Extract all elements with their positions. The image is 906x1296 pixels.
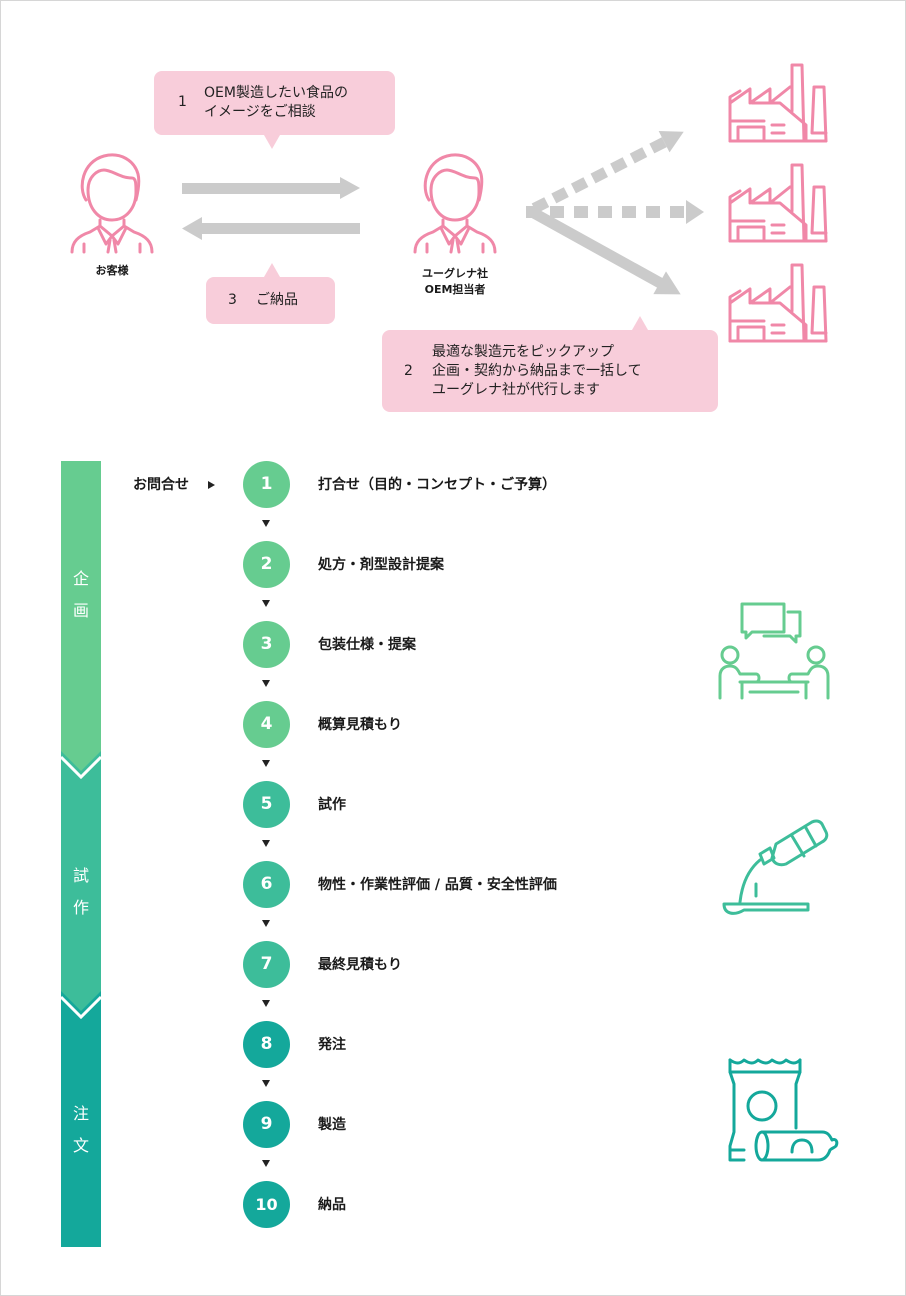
- step-label: 包装仕様・提案: [318, 637, 416, 653]
- staff-person-icon: [413, 153, 497, 254]
- step-label: 発注: [318, 1037, 346, 1053]
- staff-label: ユーグレナ社 OEM担当者: [422, 267, 488, 296]
- bottle-spoon-icon: [722, 819, 829, 915]
- down-arrow-icon: [262, 760, 270, 767]
- step-label: 製造: [318, 1117, 346, 1133]
- step-number-circle: 3: [243, 621, 290, 668]
- down-arrow-icon: [262, 1160, 270, 1167]
- step-number-circle: 2: [243, 541, 290, 588]
- factory-icon: [728, 163, 828, 243]
- factory-arrows: [526, 131, 704, 295]
- bubble-tail: [632, 316, 648, 330]
- bubble-tail: [264, 263, 280, 277]
- step-number-circle: 9: [243, 1101, 290, 1148]
- bubble-number: 1: [178, 94, 187, 110]
- phase-divider-chevron: [61, 755, 101, 780]
- food-package-icon: [728, 1058, 839, 1162]
- factory-icon: [728, 63, 828, 143]
- bubble-text: 最適な製造元をピックアップ 企画・契約から納品まで一括して ユーグレナ社が代行し…: [432, 344, 642, 398]
- down-arrow-icon: [262, 840, 270, 847]
- step-label: 納品: [318, 1197, 346, 1213]
- down-arrow-icon: [262, 600, 270, 607]
- solid-arrow-lower: [529, 207, 681, 295]
- step-number-circle: 7: [243, 941, 290, 988]
- factory-icon: [728, 263, 828, 343]
- phase-label-planning: 企 画: [72, 569, 89, 620]
- step-label: 概算見積もり: [318, 717, 402, 733]
- step-number-circle: 10: [243, 1181, 290, 1228]
- down-arrow-icon: [262, 680, 270, 687]
- bubble-number: 3: [228, 292, 237, 308]
- inquiry-label: お問合せ: [133, 477, 189, 493]
- phase-bar-planning: [61, 461, 101, 771]
- step-label: 試作: [318, 797, 346, 813]
- customer-person-icon: [70, 153, 154, 254]
- phase-sidebar: [61, 461, 101, 1247]
- bubble-consultation: 1 OEM製造したい食品の イメージをご相談: [154, 71, 395, 135]
- bubble-delivery: 3 ご納品: [206, 277, 335, 324]
- phase-divider-chevron: [61, 995, 101, 1020]
- down-arrow-icon: [262, 520, 270, 527]
- dashed-arrow-upper: [531, 131, 684, 214]
- down-arrow-icon: [262, 920, 270, 927]
- step-number-circle: 4: [243, 701, 290, 748]
- bubble-text: OEM製造したい食品の イメージをご相談: [204, 85, 348, 120]
- bubble-number: 2: [404, 363, 413, 379]
- step-number-circle: 5: [243, 781, 290, 828]
- phase-bar-order: [61, 991, 101, 1247]
- meeting-icon: [718, 602, 830, 700]
- bubble-selection: 2 最適な製造元をピックアップ 企画・契約から納品まで一括して ユーグレナ社が代…: [382, 330, 718, 412]
- bubble-text: ご納品: [256, 292, 298, 308]
- step-label: 打合せ（目的・コンセプト・ご予算）: [318, 477, 556, 493]
- customer-label: お客様: [95, 264, 129, 277]
- phase-label-order: 注 文: [72, 1104, 89, 1155]
- down-arrow-icon: [262, 1000, 270, 1007]
- bubble-tail: [264, 135, 280, 149]
- right-triangle-icon: [208, 481, 215, 489]
- step-number-circle: 1: [243, 461, 290, 508]
- step-label: 最終見積もり: [318, 957, 402, 973]
- request-arrow: [182, 177, 360, 199]
- step-number-circle: 6: [243, 861, 290, 908]
- phase-bar-prototype: [61, 741, 101, 1011]
- step-number-circle: 8: [243, 1021, 290, 1068]
- delivery-arrow: [182, 217, 360, 240]
- down-arrow-icon: [262, 1080, 270, 1087]
- step-label: 処方・剤型設計提案: [318, 557, 444, 573]
- step-label: 物性・作業性評価 / 品質・安全性評価: [318, 877, 557, 893]
- phase-label-prototype: 試 作: [72, 866, 89, 917]
